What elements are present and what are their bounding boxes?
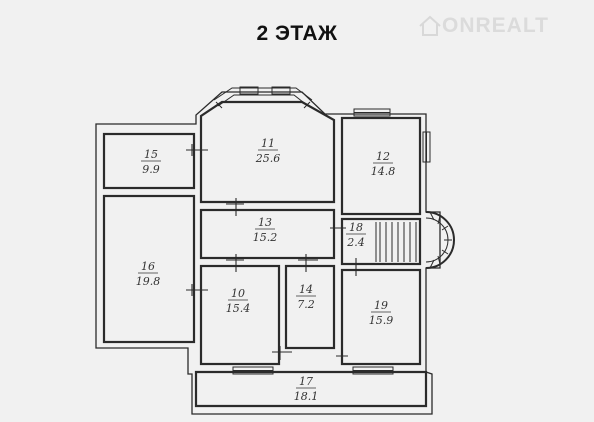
room-area: 2.4 [346,236,365,249]
room-label-18: 182.4 [346,221,366,249]
room-label-12: 12 14.8 [371,150,396,178]
room-label-17: 17 18.1 [294,375,319,403]
room-number: 18 [349,221,363,234]
room-number: 10 [231,287,245,300]
room-area: 15.2 [253,231,278,244]
staircase [375,211,455,269]
room-area: 9.9 [142,163,160,176]
room-label-11: 11 25.6 [255,137,281,165]
outer-wall [95,91,441,415]
bay-window [213,86,313,109]
room-area: 18.1 [294,390,319,403]
room-12-outline [340,116,422,216]
room-19-outline [340,268,422,366]
room-label-19: 19 15.9 [369,299,394,327]
room-number: 16 [141,260,155,273]
page-title: 2 ЭТАЖ [256,22,338,45]
room-label-13: 13 15.2 [253,216,278,244]
room-number: 11 [261,137,275,150]
room-11-outline [199,100,336,204]
room-area: 15.9 [369,314,394,327]
room-number: 12 [376,150,390,163]
room-area: 7.2 [297,298,315,311]
room-area: 15.4 [226,302,251,315]
room-17-outline [194,370,428,408]
room-area: 14.8 [371,165,396,178]
watermark-text: ONREALT [442,14,549,37]
room-number: 17 [299,375,313,388]
room-label-14: 147.2 [296,283,316,311]
room-number: 15 [144,148,158,161]
room-18-outline [340,217,422,266]
windows [232,108,431,375]
room-16-outline [102,194,196,344]
room-label-10: 10 15.4 [226,287,251,315]
room-number: 14 [299,283,313,296]
room-14-outline [284,264,336,350]
watermark-logo: ONREALT [418,14,549,38]
room-area: 25.6 [255,152,281,165]
door-marks [186,144,366,362]
room-number: 13 [258,216,272,229]
room-label-15: 159.9 [141,148,161,176]
room-15-outline [102,132,196,190]
room-number: 19 [374,299,388,312]
room-10-outline [199,264,281,366]
room-area: 19.8 [136,275,161,288]
room-label-16: 16 19.8 [136,260,161,288]
house-icon [419,16,441,37]
